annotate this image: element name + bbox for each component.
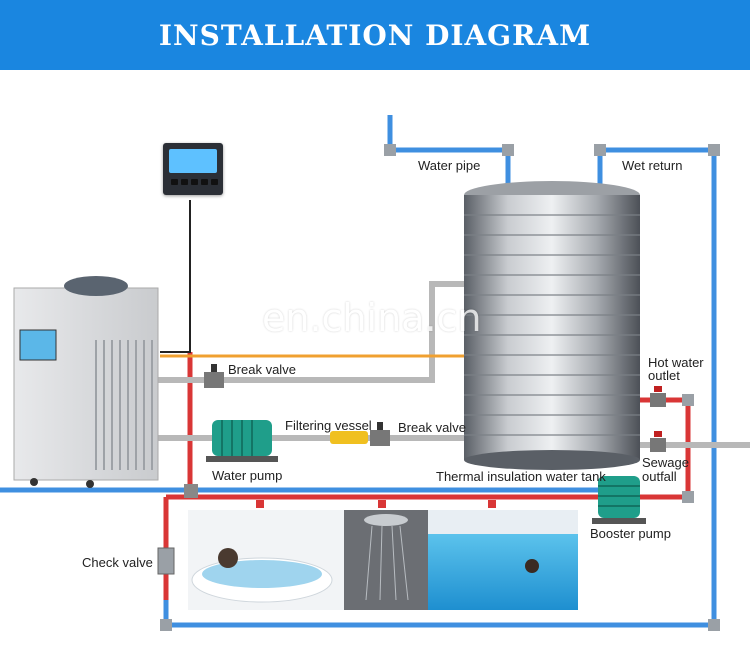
controller-button — [191, 179, 198, 185]
outlet-nozzles — [256, 500, 496, 508]
label-wet-return: Wet return — [622, 158, 682, 173]
controller-button — [201, 179, 208, 185]
page-title: INSTALLATION DIAGRAM — [159, 19, 591, 52]
label-break-valve-1: Break valve — [228, 362, 296, 377]
label-hot-water-outlet-2: outlet — [648, 368, 680, 383]
water-pump-icon — [206, 420, 278, 462]
controller-button — [171, 179, 178, 185]
label-check-valve: Check valve — [82, 555, 153, 570]
label-booster-pump: Booster pump — [590, 526, 671, 541]
label-break-valve-2: Break valve — [398, 420, 466, 435]
water-tank — [464, 181, 640, 470]
shower-photo — [344, 510, 428, 610]
label-thermal-tank: Thermal insulation water tank — [436, 469, 606, 484]
pool-photo — [428, 510, 578, 610]
label-water-pump: Water pump — [212, 468, 282, 483]
controller-button — [211, 179, 218, 185]
controller-cable — [160, 200, 190, 352]
check-valve-icon — [158, 548, 174, 574]
header-banner: INSTALLATION DIAGRAM — [0, 0, 750, 70]
label-sewage-outfall-2: outfall — [642, 469, 677, 484]
heat-pump-unit — [14, 276, 158, 488]
bathtub-photo — [188, 510, 344, 610]
watermark: en.china.cn — [262, 296, 482, 340]
controller-panel — [163, 143, 223, 195]
label-sewage-outfall-1: Sewage — [642, 455, 689, 470]
label-water-pipe: Water pipe — [418, 158, 480, 173]
label-filtering-vessel: Filtering vessel — [285, 418, 372, 433]
controller-screen — [169, 149, 217, 173]
controller-button — [181, 179, 188, 185]
